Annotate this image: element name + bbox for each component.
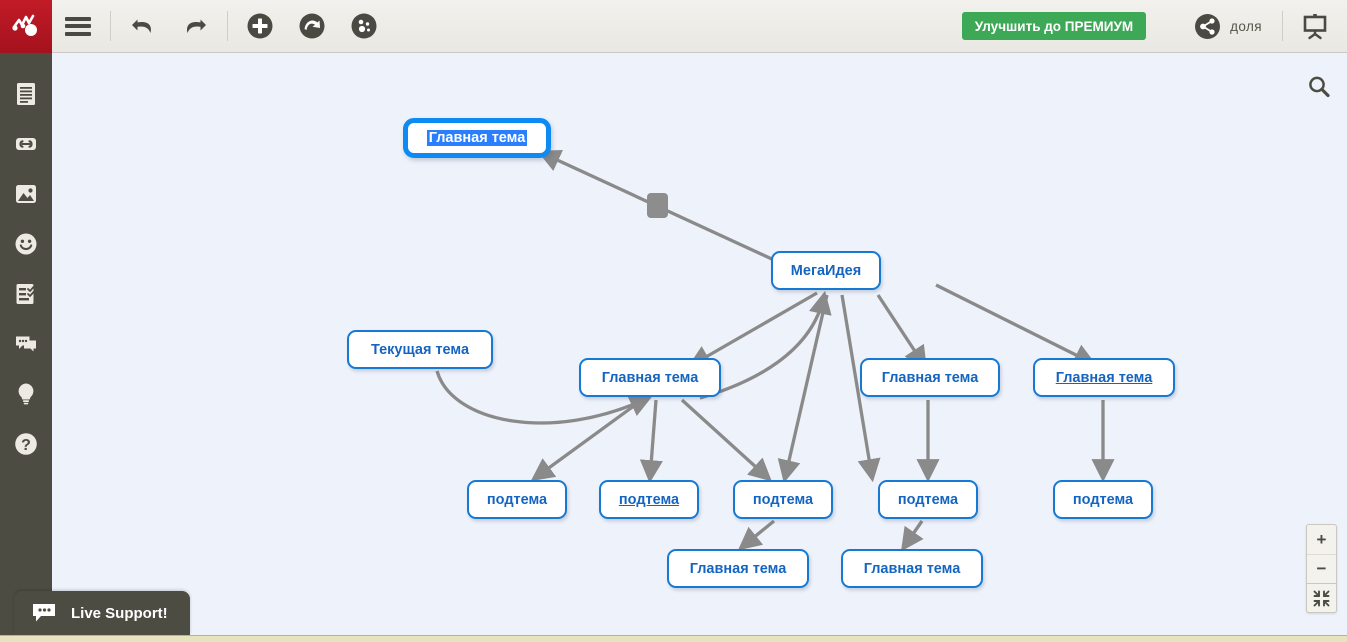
mindmap-node-label: Главная тема [1055, 369, 1153, 386]
mindmap-node-label: подтема [1072, 491, 1134, 508]
sidebar-item-comments[interactable] [0, 319, 52, 369]
fit-to-screen-button[interactable] [1307, 583, 1336, 612]
palette-icon [351, 13, 377, 39]
toolbar-divider-3 [1282, 11, 1283, 41]
fit-to-screen-icon [1313, 590, 1330, 606]
mindmap-node[interactable]: подтема [467, 480, 567, 519]
mindmap-node[interactable]: подтема [878, 480, 978, 519]
bottom-strip [0, 635, 1347, 642]
mindmap-node[interactable]: Главная тема [403, 118, 551, 158]
sidebar-item-help[interactable]: ? [0, 419, 52, 469]
mindmap-node[interactable]: МегаИдея [771, 251, 881, 290]
task-list-icon [16, 284, 35, 304]
mindmap-node-label: Главная тема [863, 560, 961, 577]
zoom-controls: + − [1306, 524, 1337, 613]
mindmap-node-label: Главная тема [881, 369, 979, 386]
sidebar-item-notes[interactable] [0, 69, 52, 119]
sidebar-item-image[interactable] [0, 169, 52, 219]
app-logo[interactable] [0, 0, 52, 53]
mindmap-node-label: МегаИдея [790, 262, 862, 279]
question-mark-icon: ? [15, 433, 37, 455]
live-support-button[interactable]: Live Support! [14, 591, 190, 635]
mindmap-node[interactable]: Главная тема [841, 549, 983, 588]
notes-icon [17, 83, 35, 105]
loop-arrow-icon [299, 13, 325, 39]
sidebar-list: ? [0, 53, 52, 469]
lightbulb-icon [18, 383, 34, 405]
mindmeister-logo-icon [12, 14, 37, 36]
mindmap-node[interactable]: подтема [599, 480, 699, 519]
share-icon [1195, 13, 1221, 39]
loop-button[interactable] [286, 0, 338, 53]
mindmap-node-label: Главная тема [601, 369, 699, 386]
mindmap-node[interactable]: Главная тема [579, 358, 721, 397]
mindmap-node[interactable]: Главная тема [667, 549, 809, 588]
sidebar-item-emoji[interactable] [0, 219, 52, 269]
edge-connector-handle[interactable] [647, 193, 668, 218]
mindmap-node-label: подтема [618, 491, 680, 508]
link-icon [16, 138, 36, 150]
smiley-icon [15, 233, 37, 255]
zoom-out-button[interactable]: − [1307, 554, 1336, 583]
upgrade-premium-button[interactable]: Улучшить до ПРЕМИУМ [961, 12, 1147, 40]
sidebar-item-link[interactable] [0, 119, 52, 169]
presentation-screen-icon [1303, 14, 1327, 40]
left-sidebar: ? [0, 53, 52, 642]
image-icon [16, 185, 36, 203]
hamburger-icon [65, 16, 91, 36]
mindmap-node-label: Главная тема [689, 560, 787, 577]
toolbar-divider [110, 11, 111, 41]
mindmap-node-label: подтема [486, 491, 548, 508]
redo-button[interactable] [169, 0, 221, 53]
redo-icon [187, 19, 206, 33]
mindmap-node[interactable]: подтема [1053, 480, 1153, 519]
comment-icon [16, 336, 36, 352]
search-icon [1309, 76, 1330, 98]
mindmap-node-label: Главная тема [426, 130, 528, 146]
search-button[interactable] [1302, 70, 1336, 104]
share-label: доля [1230, 18, 1262, 34]
svg-text:?: ? [21, 437, 31, 454]
live-support-label: Live Support! [71, 604, 168, 622]
mindmap-node-label: Текущая тема [370, 341, 470, 358]
menu-button[interactable] [52, 0, 104, 53]
mindmap-node-label: подтема [897, 491, 959, 508]
add-node-button[interactable] [234, 0, 286, 53]
top-toolbar: Улучшить до ПРЕМИУМ доля [0, 0, 1347, 53]
mindmap-edges [435, 149, 1115, 552]
present-button[interactable] [1289, 0, 1341, 53]
mindmap-node[interactable]: подтема [733, 480, 833, 519]
sidebar-item-ideas[interactable] [0, 369, 52, 419]
mindmap-node-label: подтема [752, 491, 814, 508]
chat-bubble-icon [33, 604, 55, 622]
plus-circle-icon [247, 13, 273, 39]
sidebar-item-tasks[interactable] [0, 269, 52, 319]
mindmap-node[interactable]: Главная тема [860, 358, 1000, 397]
toolbar-divider-2 [227, 11, 228, 41]
theme-button[interactable] [338, 0, 390, 53]
share-button[interactable]: доля [1194, 13, 1262, 40]
zoom-in-button[interactable]: + [1316, 529, 1327, 549]
undo-icon [132, 19, 151, 33]
mindmap-node[interactable]: Текущая тема [347, 330, 493, 369]
undo-button[interactable] [117, 0, 169, 53]
mindmap-node[interactable]: Главная тема [1033, 358, 1175, 397]
